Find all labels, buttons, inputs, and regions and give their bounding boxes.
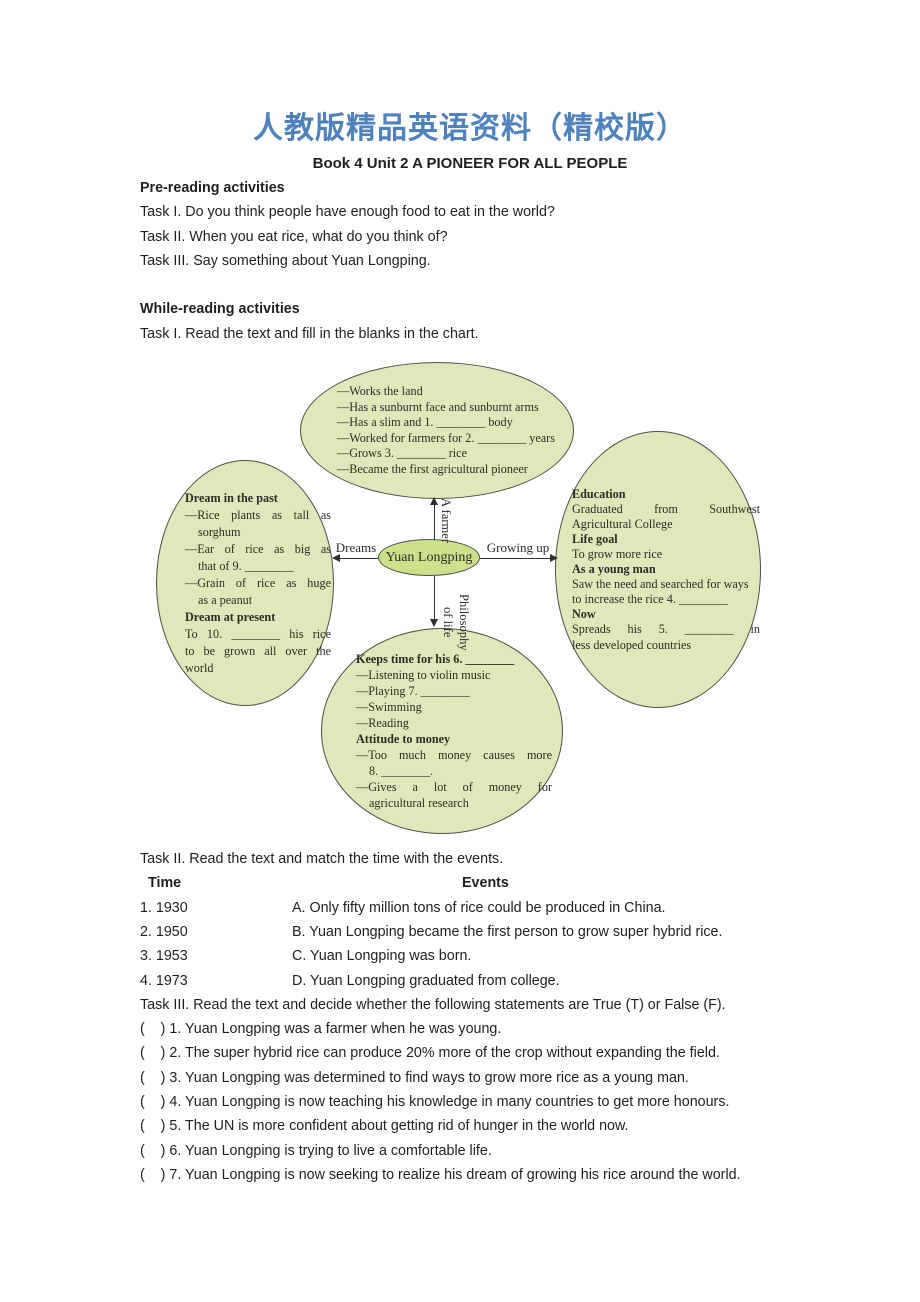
center-node-label: Yuan Longping: [385, 549, 473, 565]
task2-intro: Task II. Read the text and match the tim…: [140, 851, 504, 868]
ellipse-line: Life goal: [572, 531, 618, 546]
bottom-connector-line: [434, 576, 435, 622]
page-title: 人教版精品英语资料（精校版）: [253, 112, 687, 145]
ellipse-line: Saw the need and searched for ways: [572, 577, 749, 592]
ellipse-line: Education: [572, 486, 626, 501]
ellipse-line: Now: [572, 607, 596, 622]
ellipse-line: —Rice plants as tall as: [185, 507, 331, 522]
ellipse-line: agricultural research: [369, 796, 469, 811]
pre-reading-task-2: Task II. When you eat rice, what do you …: [140, 228, 448, 245]
mind-map-diagram: —Works the land—Has a sunburnt face and …: [140, 355, 800, 847]
blank-line: [140, 273, 800, 297]
true-false-statement: ( ) 3. Yuan Longping was determined to f…: [140, 1069, 689, 1086]
time-cell: 4. 1973: [140, 972, 188, 989]
time-cell: 2. 1950: [140, 923, 188, 940]
task2-row: 3. 1953 C. Yuan Longping was born.: [140, 944, 800, 968]
true-false-statement: ( ) 5. The UN is more confident about ge…: [140, 1118, 629, 1135]
ellipse-line: —Playing 7. ________: [356, 684, 470, 699]
bottom-connector-label-line2: of life: [441, 606, 455, 638]
event-cell: A. Only fifty million tons of rice could…: [292, 899, 666, 916]
dreams-ellipse-text: Dream in the past —Rice plants as tall as…: [185, 490, 331, 677]
event-cell: D. Yuan Longping graduated from college.: [292, 972, 560, 989]
ellipse-line: —Ear of rice as big as: [185, 541, 331, 556]
right-connector-line: [480, 558, 552, 560]
ellipse-line: —Reading: [356, 716, 409, 731]
ellipse-line: —Gives a lot of money for: [356, 780, 552, 795]
pre-reading-task-3: Task III. Say something about Yuan Longp…: [140, 252, 431, 269]
top-connector-line: [434, 504, 435, 541]
task2-row: 4. 1973 D. Yuan Longping graduated from c…: [140, 969, 800, 993]
farmer-ellipse-text: —Works the land—Has a sunburnt face and …: [337, 384, 577, 477]
dreams-ellipse: Dream in the past —Rice plants as tall as…: [156, 460, 334, 707]
ellipse-line: To 10. ________ his rice: [185, 626, 331, 641]
ellipse-line: that of 9. ________: [198, 558, 294, 573]
pre-reading-task-1: Task I. Do you think people have enough …: [140, 204, 555, 221]
true-false-statement: ( ) 6. Yuan Longping is trying to live a…: [140, 1142, 492, 1159]
ellipse-line: as a peanut: [198, 592, 253, 607]
left-arrowhead-icon: [332, 554, 340, 563]
ellipse-line: Agricultural College: [572, 516, 673, 531]
event-cell: B. Yuan Longping became the first person…: [292, 923, 723, 940]
true-false-statement: ( ) 4. Yuan Longping is now teaching his…: [140, 1094, 730, 1111]
bottom-connector-label-line1: Philosophy: [457, 593, 471, 651]
true-false-statement: ( ) 1. Yuan Longping was a farmer when h…: [140, 1021, 502, 1038]
true-false-statement: ( ) 2. The super hybrid rice can produce…: [140, 1045, 720, 1062]
task2-row: 2. 1950 B. Yuan Longping became the first…: [140, 920, 800, 944]
ellipse-line: Attitude to money: [356, 732, 451, 747]
while-reading-task1-intro: Task I. Read the text and fill in the bl…: [140, 325, 479, 342]
events-column-header: Events: [462, 875, 509, 892]
while-reading-heading: While-reading activities: [140, 301, 300, 318]
true-false-statement: ( ) 7. Yuan Longping is now seeking to r…: [140, 1166, 741, 1183]
task3-statements: ( ) 1. Yuan Longping was a farmer when h…: [140, 1017, 800, 1187]
ellipse-line: to increase the rice 4. ________: [572, 592, 728, 607]
right-arrowhead-icon: [550, 554, 558, 563]
task3-intro: Task III. Read the text and decide wheth…: [140, 996, 726, 1013]
center-node: Yuan Longping: [378, 539, 480, 577]
ellipse-line: Dream at present: [185, 609, 276, 624]
document-content: 人教版精品英语资料（精校版） Book 4 Unit 2 A PIONEER F…: [140, 0, 800, 1187]
down-arrowhead-icon: [430, 619, 438, 628]
philosophy-ellipse-text: Keeps time for his 6. ________—Listening…: [356, 651, 552, 811]
right-connector-label: Growing up: [486, 540, 550, 556]
ellipse-line: —Has a slim and 1. ________ body: [337, 415, 513, 430]
ellipse-line: sorghum: [198, 524, 241, 539]
ellipse-line: Dream in the past: [185, 490, 278, 505]
ellipse-line: —Grain of rice as huge: [185, 575, 331, 590]
left-connector-line: [338, 558, 378, 560]
pre-reading-heading: Pre-reading activities: [140, 180, 285, 196]
ellipse-line: world: [185, 660, 214, 675]
ellipse-line: less developed countries: [572, 637, 692, 652]
ellipse-line: To grow more rice: [572, 546, 663, 561]
task2-row: 1. 1930 A. Only fifty million tons of ric…: [140, 896, 800, 920]
up-arrowhead-icon: [430, 497, 438, 506]
ellipse-line: —Too much money causes more: [356, 748, 552, 763]
unit-heading: Book 4 Unit 2 A PIONEER FOR ALL PEOPLE: [312, 155, 628, 172]
ellipse-line: Spreads his 5. ________ in: [572, 622, 760, 637]
ellipse-line: —Listening to violin music: [356, 668, 491, 683]
left-connector-label: Dreams: [335, 540, 377, 556]
top-connector-label: A farmer: [439, 497, 453, 543]
farmer-ellipse: —Works the land—Has a sunburnt face and …: [300, 362, 577, 500]
ellipse-line: Graduated from Southwest: [572, 501, 760, 516]
ellipse-line: Keeps time for his 6. ________: [356, 652, 515, 667]
time-column-header: Time: [148, 875, 182, 892]
ellipse-line: —Works the land: [337, 384, 423, 399]
ellipse-line: —Swimming: [356, 700, 422, 715]
ellipse-line: —Grows 3. ________ rice: [337, 446, 467, 461]
philosophy-ellipse: Keeps time for his 6. ________—Listening…: [321, 628, 563, 835]
ellipse-line: —Has a sunburnt face and sunburnt arms: [337, 399, 539, 414]
task2-rows: 1. 1930 A. Only fifty million tons of ric…: [140, 896, 800, 993]
task2-header-row: Time Events: [140, 871, 800, 895]
event-cell: C. Yuan Longping was born.: [292, 948, 472, 965]
time-cell: 1. 1930: [140, 899, 188, 916]
ellipse-line: to be grown all over the: [185, 643, 331, 658]
ellipse-line: As a young man: [572, 562, 656, 577]
ellipse-line: —Worked for farmers for 2. ________ year…: [337, 430, 555, 445]
time-cell: 3. 1953: [140, 948, 188, 965]
ellipse-line: —Became the first agricultural pioneer: [337, 461, 528, 476]
ellipse-line: 8. ________.: [369, 764, 433, 779]
